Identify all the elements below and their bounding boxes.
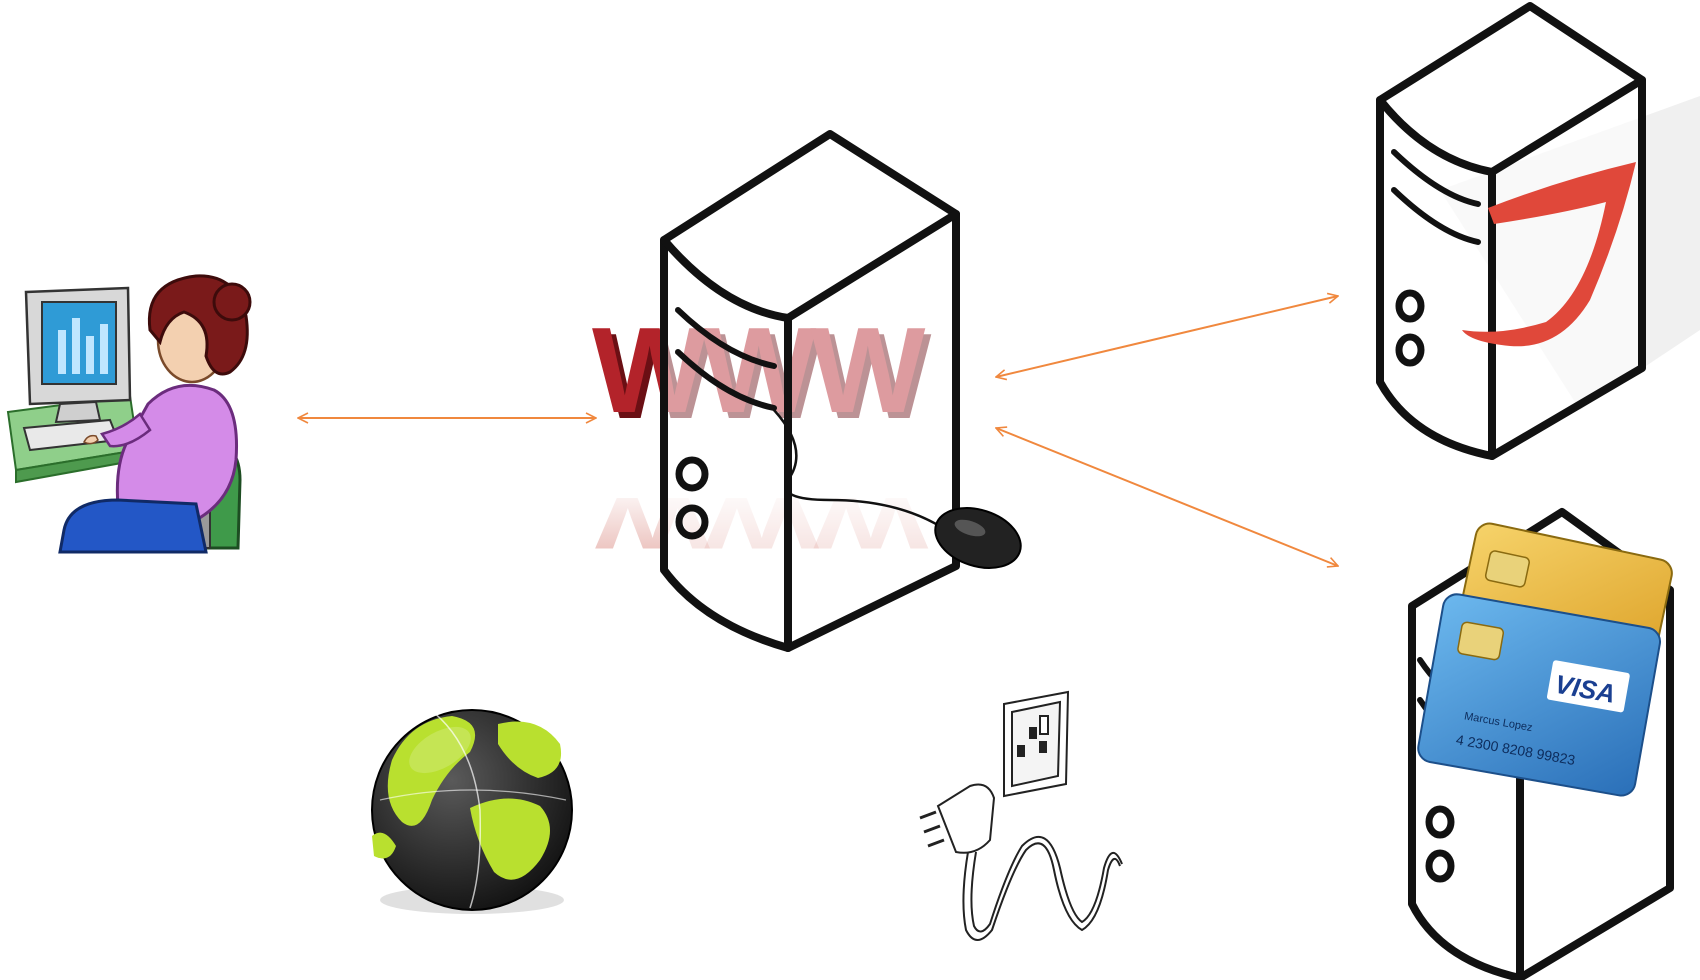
power-plug-icon [920, 692, 1122, 940]
web-server-icon [664, 134, 956, 648]
server-with-credit-cards-icon: VISA Marcus Lopez 4 2300 8208 99823 [1412, 512, 1674, 978]
person-at-computer-icon [8, 276, 250, 552]
server-with-logo-icon [1380, 6, 1700, 456]
globe-icon [372, 708, 572, 914]
credit-card-visa: VISA Marcus Lopez 4 2300 8208 99823 [1416, 592, 1662, 798]
connector-webserver-appserver [996, 296, 1338, 377]
connector-webserver-paymentserver [996, 428, 1338, 566]
